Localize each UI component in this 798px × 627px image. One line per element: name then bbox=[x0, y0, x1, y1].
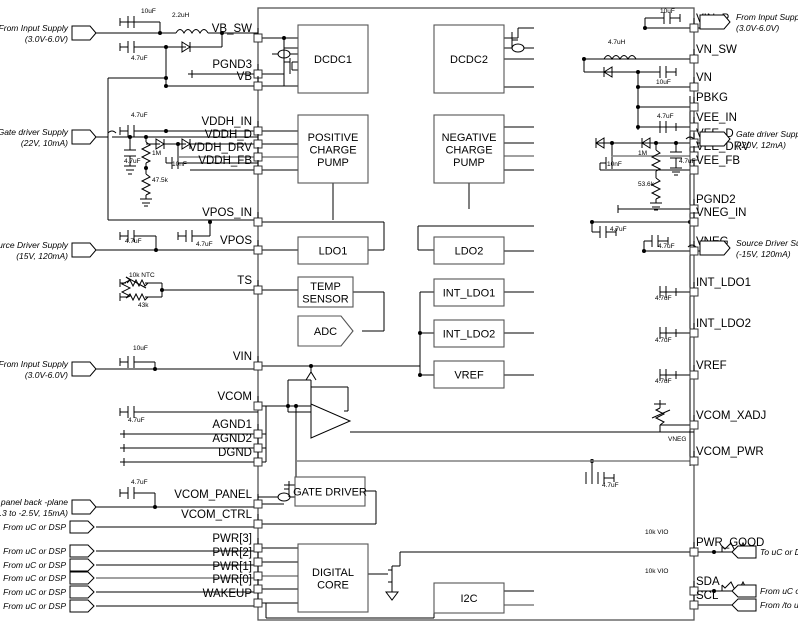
left-external-network bbox=[96, 16, 258, 607]
ic-internal-wiring bbox=[258, 27, 694, 619]
right-external-network bbox=[582, 12, 753, 606]
ic-boundary bbox=[257, 7, 695, 621]
